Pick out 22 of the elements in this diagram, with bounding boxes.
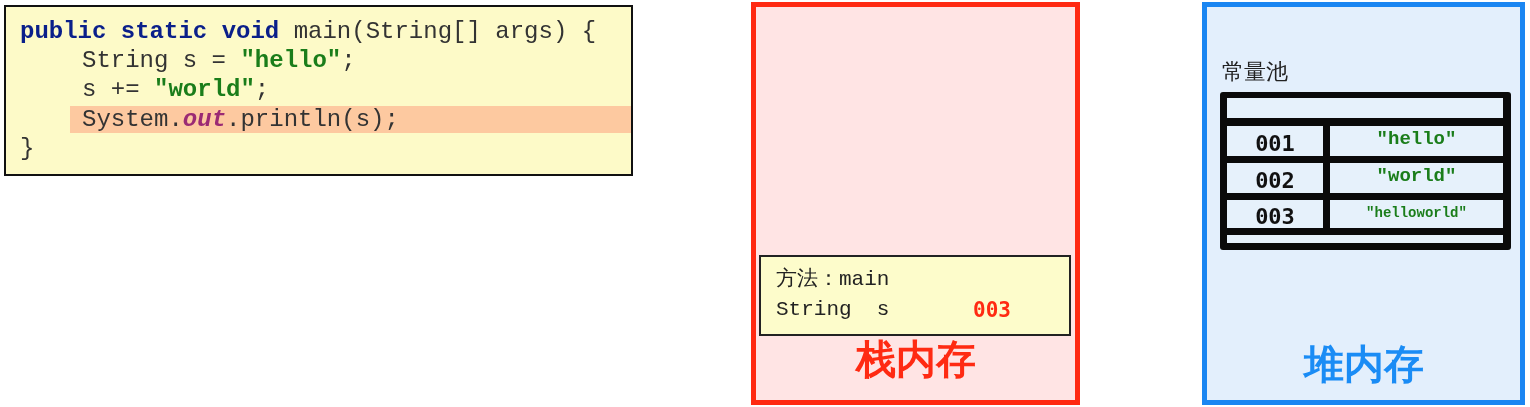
reference-address: 003 (973, 297, 1011, 323)
stack-memory-panel (751, 2, 1080, 405)
code-panel (4, 5, 633, 176)
code-line: public static void main(String[] args) { (20, 18, 597, 45)
heap-memory-panel (1202, 2, 1525, 405)
method-frame (759, 255, 1071, 336)
string-value-cell: "helloworld" (1330, 200, 1503, 228)
code-line: } (20, 135, 35, 162)
address-cell: 002 (1227, 163, 1323, 193)
empty-table-row (1227, 235, 1503, 243)
variable-declaration: String s (776, 297, 890, 323)
address-cell: 001 (1227, 126, 1323, 156)
memory-area-title: 栈内存 (855, 337, 976, 381)
empty-table-row (1227, 98, 1503, 118)
pool-heading: 常量池 (1222, 58, 1288, 86)
string-value-cell: "world" (1330, 163, 1503, 193)
method-name: 方法：main (776, 267, 890, 293)
code-line: s += "world"; (82, 76, 270, 103)
string-value-cell: "hello" (1330, 126, 1503, 156)
address-cell: 003 (1227, 200, 1323, 228)
code-line: String s = "hello"; (82, 47, 356, 74)
memory-area-title: 堆内存 (1303, 342, 1424, 386)
